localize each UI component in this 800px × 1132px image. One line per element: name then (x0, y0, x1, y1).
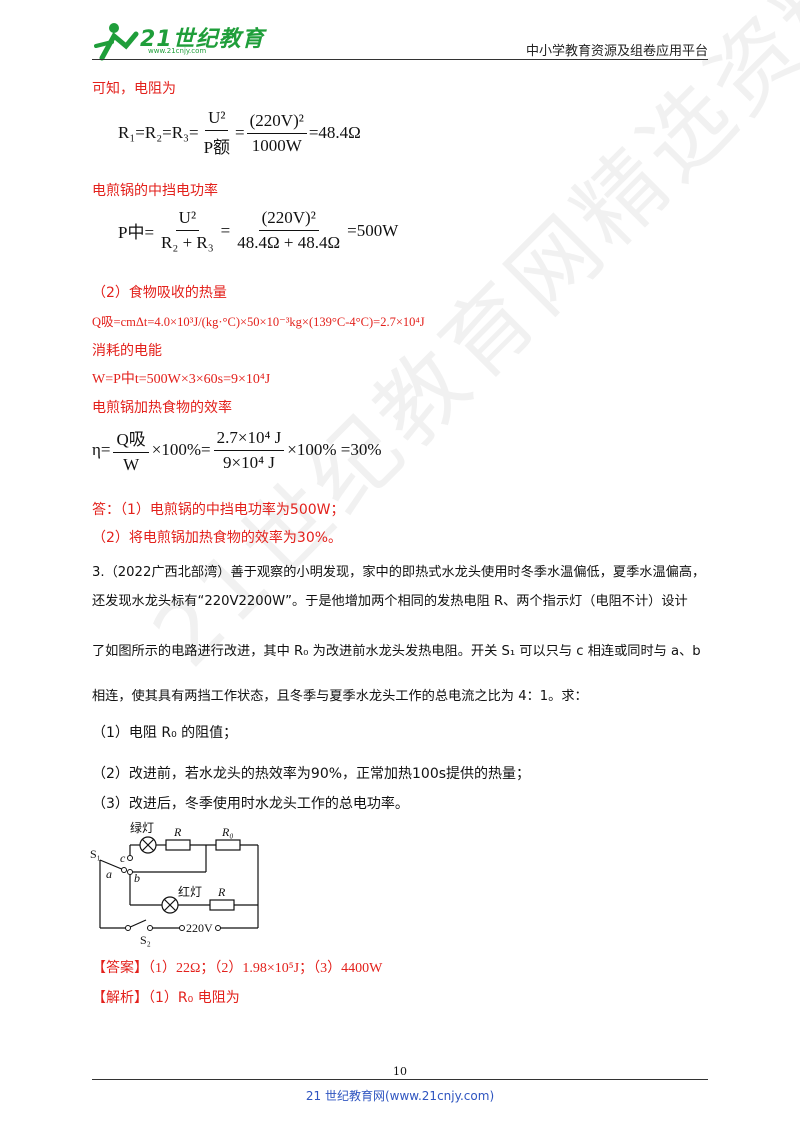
eq-lhs: η= (92, 440, 111, 459)
page-number: 10 (393, 1065, 407, 1078)
eq-result: =500W (347, 220, 399, 240)
eq-result: =48.4Ω (308, 123, 361, 142)
label-R-top: R (173, 825, 182, 839)
eq-result: ×100% =30% (287, 440, 382, 459)
text-line: 电煎锅的中挡电功率 (92, 183, 218, 199)
eq-sign: = (235, 123, 245, 142)
text-line: Q吸=cmΔt=4.0×10³J/(kg·°C)×50×10⁻³kg×(139°… (92, 315, 425, 329)
answer-text: （1）22Ω；（2）1.98×10⁵J；（3）4400W (148, 961, 383, 976)
denominator: 48.4Ω + 48.4Ω (237, 233, 341, 252)
label-voltage: 220V (186, 921, 213, 935)
label-S1: S₁ (90, 847, 101, 861)
analysis-label: 【解析】 (92, 990, 148, 1006)
denominator: W (123, 455, 140, 474)
text-line: 可知，电阻为 (92, 81, 176, 97)
logo-text: 21世纪教育 (140, 27, 265, 52)
answer-line: 答：（1）电煎锅的中挡电功率为500W； (92, 502, 345, 518)
footer-divider (92, 1079, 708, 1080)
watermark: 21世纪教育网精选资料 (133, 0, 800, 687)
header-platform: 中小学教育资源及组卷应用平台 (525, 44, 708, 59)
question-sub: （1）电阻 R₀ 的阻值； (92, 725, 238, 741)
eq-lhs: P中= (118, 223, 155, 242)
label-S2: S₂ (140, 933, 151, 947)
analysis-text: （1）R₀ 电阻为 (148, 990, 240, 1006)
label-green-lamp: 绿灯 (130, 820, 154, 835)
label-R0-top: R₀ (221, 825, 234, 839)
label-a: a (106, 867, 112, 881)
text-line: （2）食物吸收的热量 (92, 285, 227, 301)
question-line: 相连，使其具有两挡工作状态，且冬季与夏季水龙头工作的总电流之比为 4：1。求： (92, 689, 588, 704)
text-line: 消耗的电能 (92, 343, 162, 359)
label-red-lamp: 红灯 (178, 884, 202, 899)
label-b: b (134, 871, 140, 885)
denominator: P额 (203, 138, 231, 157)
label-R-bottom: R (217, 885, 226, 899)
question-line: 了如图所示的电路进行改进，其中 R₀ 为改进前水龙头发热电阻。开关 S₁ 可以只… (92, 644, 701, 659)
question-sub: （3）改进后，冬季使用时水龙头工作的总电功率。 (92, 796, 409, 812)
eq-sign: = (220, 220, 231, 240)
fraction: (220V)² 48.4Ω + 48.4Ω (234, 208, 343, 253)
denominator: R₂ + R₃ (161, 233, 214, 252)
question-line: 3.（2022广西北部湾）善于观察的小明发现，家中的即热式水龙头使用时冬季水温偏… (92, 565, 706, 580)
fraction: U² P额 (201, 108, 233, 158)
answer-label: 【答案】 (92, 960, 148, 976)
header-divider (92, 59, 708, 60)
numerator: (220V)² (246, 111, 307, 134)
label-c: c (120, 851, 126, 865)
eq-lhs: R₁=R₂=R₃= (118, 123, 199, 142)
text-line: W=P中t=500W×3×60s=9×10⁴J (92, 372, 271, 387)
numerator: U² (205, 108, 229, 131)
question-line: 还发现水龙头标有“220V2200W”。于是他增加两个相同的发热电阻 R、两个指… (92, 594, 688, 609)
footer-site: 21 世纪教育网(www.21cnjy.com) (305, 1089, 495, 1103)
logo-icon (94, 23, 139, 61)
resistor-R-top (165, 839, 191, 851)
resistor-R-bottom (209, 899, 235, 911)
numerator: U² (175, 208, 200, 231)
numerator: Q吸 (113, 425, 149, 453)
fraction: Q吸 W (113, 425, 149, 475)
text-line: 电煎锅加热食物的效率 (92, 400, 232, 416)
numerator: (220V)² (258, 208, 319, 231)
logo-url: www.21cnjy.com (148, 47, 207, 55)
answer-line: （2）将电煎锅加热食物的效率为30%。 (92, 530, 343, 546)
fraction: U² R₂ + R₃ (158, 208, 217, 253)
denominator: 1000W (251, 135, 302, 155)
resistor-R0-top (215, 839, 241, 851)
eq-sign: ×100%= (151, 440, 211, 459)
equation-power: P中= U² R₂ + R₃ = (220V)² 48.4Ω + 48.4Ω =50… (118, 208, 398, 253)
numerator: 2.7×10⁴ J (213, 428, 285, 451)
denominator: 9×10⁴ J (222, 452, 275, 472)
circuit-diagram: 绿灯 R R₀ S₁ c a b 红灯 R S₂ 220V (90, 820, 259, 947)
analysis-row: 【解析】（1）R₀ 电阻为 (92, 987, 240, 1007)
answer-row: 【答案】（1）22Ω；（2）1.98×10⁵J；（3）4400W (92, 957, 382, 977)
question-sub: （2）改进前，若水龙头的热效率为90%，正常加热100s提供的热量； (92, 766, 531, 782)
